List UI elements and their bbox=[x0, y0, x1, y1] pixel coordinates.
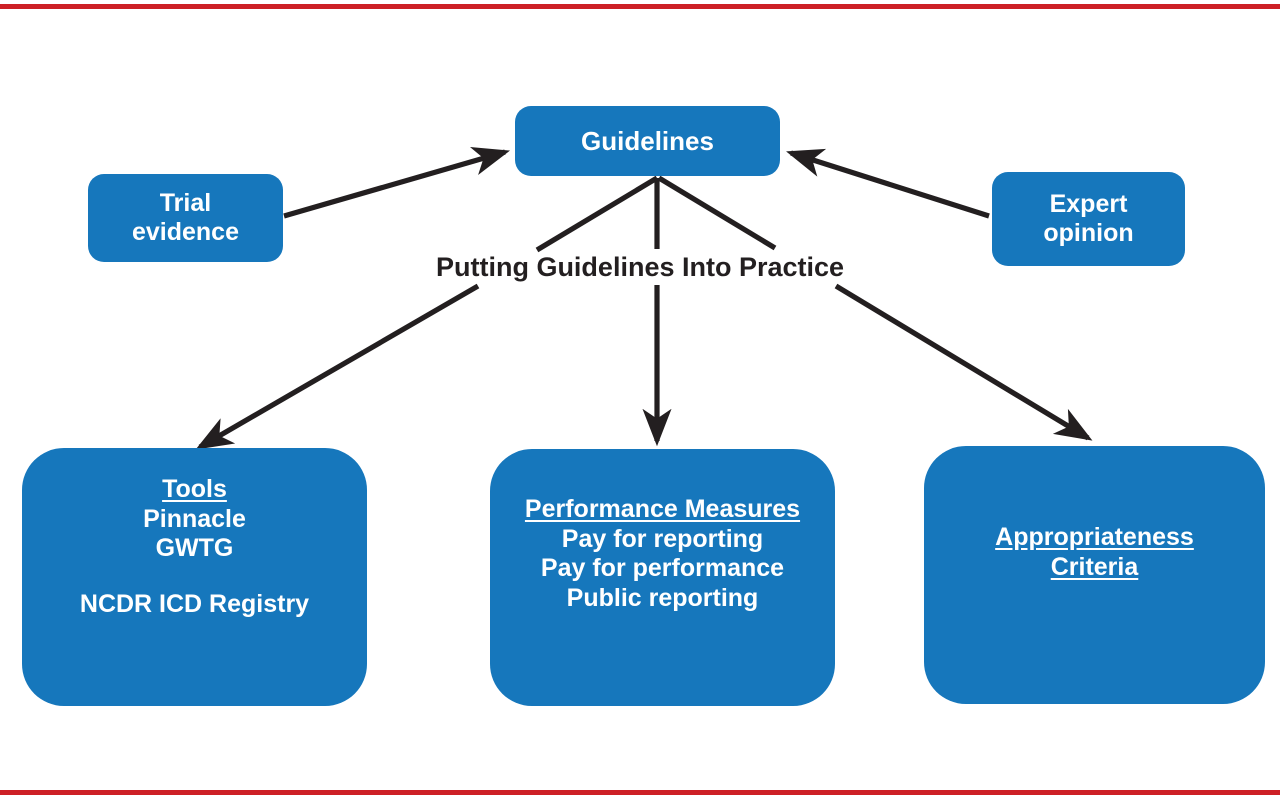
node-performance-measures-item-2: Pay for performance bbox=[540, 554, 785, 582]
node-guidelines[interactable]: Guidelines bbox=[515, 106, 780, 176]
arrow-guidelines-to-appropriateness-criteria-stub bbox=[657, 175, 777, 251]
node-tools-item-3: NCDR ICD Registry bbox=[79, 589, 310, 618]
node-expert-opinion-line-1: Expert bbox=[1049, 189, 1128, 218]
top-rule bbox=[0, 4, 1280, 9]
node-performance-measures-heading: Performance Measures bbox=[524, 495, 801, 523]
arrow-guidelines-to-tools-stub bbox=[535, 175, 659, 253]
node-trial-evidence[interactable]: Trial evidence bbox=[88, 174, 283, 262]
center-label-putting-guidelines-into-practice: Putting Guidelines Into Practice bbox=[435, 252, 845, 282]
node-tools-heading: Tools bbox=[162, 475, 227, 503]
node-performance-measures-item-1: Pay for reporting bbox=[561, 524, 764, 553]
node-trial-evidence-line-2: evidence bbox=[131, 218, 239, 246]
arrow-guidelines-to-appropriateness-criteria bbox=[834, 283, 1093, 441]
node-performance-measures[interactable]: Performance Measures Pay for reporting P… bbox=[490, 449, 835, 706]
node-expert-opinion[interactable]: Expert opinion bbox=[992, 172, 1185, 266]
arrow-guidelines-to-tools bbox=[195, 283, 480, 450]
node-performance-measures-item-3: Public reporting bbox=[566, 583, 759, 612]
node-expert-opinion-line-2: opinion bbox=[1043, 219, 1134, 247]
bottom-rule bbox=[0, 790, 1280, 795]
node-tools-item-1: Pinnacle bbox=[143, 504, 246, 533]
arrow-trial-evidence-to-guidelines bbox=[283, 146, 510, 219]
node-guidelines-label: Guidelines bbox=[581, 125, 714, 156]
node-appropriateness-criteria[interactable]: Appropriateness Criteria bbox=[924, 446, 1265, 704]
node-trial-evidence-line-1: Trial bbox=[159, 188, 212, 217]
node-tools-item-2: GWTG bbox=[155, 534, 234, 562]
node-tools-spacer bbox=[22, 564, 367, 590]
node-appropriateness-criteria-line-1: Appropriateness bbox=[995, 523, 1194, 551]
arrow-expert-opinion-to-guidelines bbox=[786, 148, 990, 219]
node-tools[interactable]: Tools Pinnacle GWTG NCDR ICD Registry bbox=[22, 448, 367, 706]
node-appropriateness-criteria-line-2: Criteria bbox=[1050, 552, 1139, 581]
